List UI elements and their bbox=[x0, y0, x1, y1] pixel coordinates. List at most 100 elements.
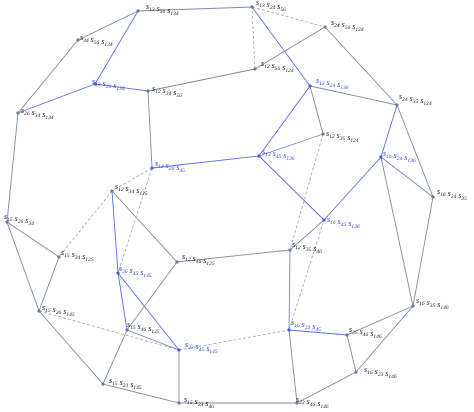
vertex-v5 bbox=[93, 82, 97, 86]
edge-v10-v3 bbox=[324, 26, 398, 106]
edge-v18-v19 bbox=[289, 219, 325, 251]
vertex-label: s15 s26 s34 bbox=[4, 212, 34, 227]
vertex-v17 bbox=[5, 220, 9, 224]
edge-v14-v11 bbox=[258, 133, 324, 157]
edge-v12-v15 bbox=[380, 156, 434, 198]
vertex-v10 bbox=[395, 103, 399, 107]
edge-v18-v12 bbox=[323, 156, 382, 221]
edge-v1-v4 bbox=[77, 10, 139, 41]
vertex-label: s13 s24 s136 bbox=[316, 76, 349, 91]
vertex-v15 bbox=[431, 195, 435, 199]
edge-v13-v16 bbox=[111, 167, 153, 192]
vertex-v14 bbox=[257, 154, 261, 158]
vertex-v12 bbox=[379, 155, 383, 159]
edge-v1-v5 bbox=[94, 10, 139, 85]
vertex-v26 bbox=[287, 328, 291, 332]
edge-v12-v23 bbox=[380, 156, 414, 307]
edge-v9-v17 bbox=[6, 112, 19, 223]
edge-v15-v10 bbox=[396, 104, 434, 198]
vertex-v28 bbox=[177, 348, 181, 352]
edge-v11-v19 bbox=[289, 133, 324, 251]
vertex-label: s34 s56 s134 bbox=[80, 33, 113, 48]
edge-v29-v23 bbox=[355, 305, 414, 373]
vertex-v4 bbox=[76, 38, 80, 42]
vertex-label: s16 s24 s35 bbox=[437, 187, 467, 202]
vertex-label: s16 s23 s146 bbox=[364, 365, 397, 380]
edge-v32-v29 bbox=[296, 371, 357, 404]
vertex-v11 bbox=[321, 132, 325, 136]
edge-v13-v22 bbox=[117, 167, 153, 274]
vertex-v24 bbox=[37, 309, 41, 313]
edge-v5-v9 bbox=[17, 83, 96, 114]
vertex-v13 bbox=[150, 166, 154, 170]
edge-v26-v18 bbox=[288, 219, 325, 331]
edge-v26-v32 bbox=[288, 329, 298, 404]
edge-layer bbox=[6, 6, 434, 404]
edge-v1-v2 bbox=[137, 6, 253, 12]
vertex-label: s13 s24 s56 bbox=[256, 0, 286, 13]
vertex-label: s26 s45 s145 bbox=[119, 264, 152, 279]
vertex-label: s13 s45 s136 bbox=[262, 147, 295, 162]
vertex-label: s12 s35 s46 bbox=[292, 240, 322, 255]
vertex-v9 bbox=[16, 111, 20, 115]
edge-v28-v26 bbox=[178, 329, 290, 351]
edge-v24-v30 bbox=[38, 310, 104, 385]
edge-v22-v28 bbox=[117, 272, 180, 351]
vertex-v3 bbox=[323, 25, 327, 29]
edge-v22-v25 bbox=[117, 272, 128, 331]
vertex-v31 bbox=[177, 401, 181, 405]
edge-v21-v25 bbox=[126, 261, 178, 331]
vertex-label: s15 s46 s125 bbox=[127, 320, 160, 335]
vertex-label: s15 s34 s125 bbox=[61, 248, 94, 263]
vertex-label: s15 s23 s145 bbox=[109, 376, 142, 391]
edge-v7-v2 bbox=[251, 6, 256, 70]
vertex-v27 bbox=[345, 333, 349, 337]
edge-v16-v20 bbox=[58, 190, 113, 258]
edge-v26-v27 bbox=[288, 329, 348, 336]
vertex-label: s16 s24 s136 bbox=[383, 149, 416, 164]
edge-v6-v7 bbox=[147, 68, 256, 92]
vertex-label: s35 s46 s146 bbox=[349, 325, 382, 340]
vertex-label: s15 s23 s46 bbox=[184, 395, 214, 410]
edge-v16-v22 bbox=[111, 190, 119, 274]
edge-v13-v14 bbox=[151, 155, 260, 169]
vertex-v23 bbox=[411, 304, 415, 308]
edge-v24-v28 bbox=[38, 310, 180, 351]
edge-v21-v19 bbox=[176, 249, 291, 263]
vertex-v20 bbox=[57, 255, 61, 259]
vertex-label: s12 s56 s124 bbox=[261, 59, 294, 74]
edge-v17-v24 bbox=[6, 221, 40, 312]
edge-v14-v18 bbox=[258, 155, 325, 221]
edge-v25-v30 bbox=[102, 329, 128, 385]
edge-v8-v11 bbox=[309, 85, 324, 135]
edge-v27-v23 bbox=[346, 305, 414, 336]
edge-v20-v24 bbox=[38, 256, 60, 312]
vertex-label: s16 s35 s146 bbox=[416, 296, 449, 311]
edge-v20-v17 bbox=[6, 221, 60, 258]
vertex-label: s12 s46 s125 bbox=[182, 252, 215, 267]
vertex-label: s16 s23 s45 bbox=[291, 318, 321, 333]
vertex-label: s13 s26 s134 bbox=[92, 77, 125, 92]
vertex-label: s23 s46 s146 bbox=[296, 395, 329, 410]
vertex-v7 bbox=[253, 67, 257, 71]
edge-v14-v8 bbox=[258, 85, 311, 157]
edge-v7-v3 bbox=[254, 26, 326, 70]
edge-v4-v9 bbox=[17, 39, 79, 114]
vertex-v25 bbox=[125, 328, 129, 332]
vertex-v16 bbox=[110, 189, 114, 193]
edge-v23-v15 bbox=[412, 196, 434, 307]
vertex-label: s23 s45 s145 bbox=[185, 340, 218, 355]
vertex-label: s16 s45 s136 bbox=[327, 215, 360, 230]
vertex-v32 bbox=[295, 401, 299, 405]
vertex-label: s13 s26 s45 bbox=[155, 159, 185, 174]
edge-v25-v28 bbox=[126, 329, 180, 351]
edge-v16-v21 bbox=[111, 190, 178, 263]
vertex-layer bbox=[5, 5, 435, 405]
vertex-v19 bbox=[288, 248, 292, 252]
vertex-label: s13 s56 s134 bbox=[146, 2, 179, 17]
edge-v8-v10 bbox=[309, 85, 398, 106]
edge-v6-v13 bbox=[147, 90, 153, 169]
edge-v19-v26 bbox=[288, 249, 291, 331]
